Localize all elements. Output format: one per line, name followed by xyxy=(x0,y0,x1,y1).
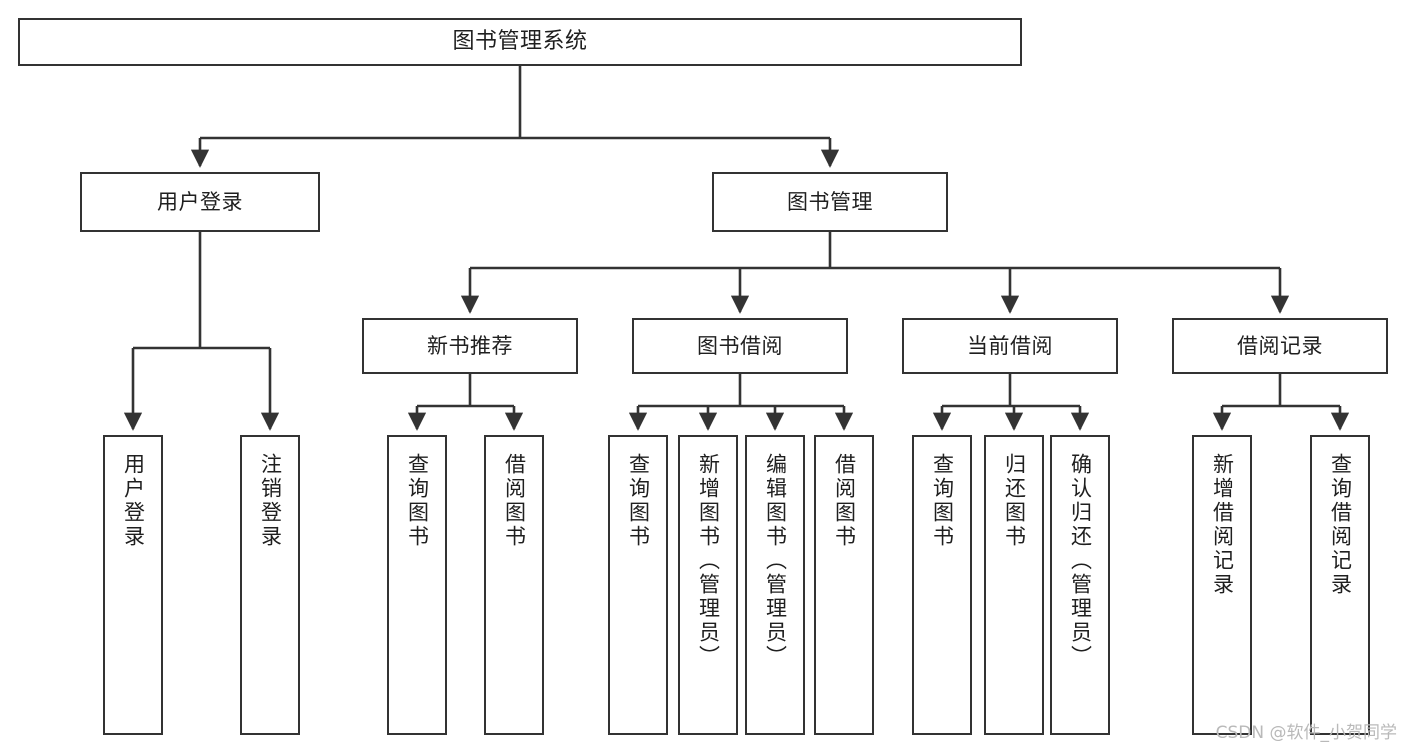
leaf-query-book-recommend-label: 查询图书 xyxy=(405,453,430,549)
leaf-logout-label: 注销登录 xyxy=(258,453,283,549)
node-borrow-record[interactable]: 借阅记录 xyxy=(1172,318,1388,374)
node-book-borrow-label: 图书借阅 xyxy=(697,333,783,358)
leaf-query-borrow-record[interactable]: 查询借阅记录 xyxy=(1310,435,1370,735)
node-book-management-label: 图书管理 xyxy=(787,189,873,214)
leaf-borrow-book[interactable]: 借阅图书 xyxy=(814,435,874,735)
leaf-add-borrow-record[interactable]: 新增借阅记录 xyxy=(1192,435,1252,735)
leaf-edit-book-admin-label: 编辑图书（管理员） xyxy=(763,453,788,669)
node-current-borrow[interactable]: 当前借阅 xyxy=(902,318,1118,374)
node-user-login-label: 用户登录 xyxy=(157,189,243,214)
leaf-query-book-current[interactable]: 查询图书 xyxy=(912,435,972,735)
node-book-management[interactable]: 图书管理 xyxy=(712,172,948,232)
leaf-query-borrow-record-label: 查询借阅记录 xyxy=(1328,453,1353,597)
node-book-borrow[interactable]: 图书借阅 xyxy=(632,318,848,374)
leaf-logout[interactable]: 注销登录 xyxy=(240,435,300,735)
node-user-login[interactable]: 用户登录 xyxy=(80,172,320,232)
leaf-return-book-label: 归还图书 xyxy=(1002,453,1027,549)
leaf-add-borrow-record-label: 新增借阅记录 xyxy=(1210,453,1235,597)
leaf-confirm-return-admin-label: 确认归还（管理员） xyxy=(1068,453,1093,669)
leaf-borrow-book-recommend-label: 借阅图书 xyxy=(502,453,527,549)
leaf-query-book-borrow-label: 查询图书 xyxy=(626,453,651,549)
leaf-confirm-return-admin[interactable]: 确认归还（管理员） xyxy=(1050,435,1110,735)
leaf-query-book-recommend[interactable]: 查询图书 xyxy=(387,435,447,735)
leaf-return-book[interactable]: 归还图书 xyxy=(984,435,1044,735)
node-root[interactable]: 图书管理系统 xyxy=(18,18,1022,66)
leaf-user-login-label: 用户登录 xyxy=(121,453,146,549)
node-new-book-recommend[interactable]: 新书推荐 xyxy=(362,318,578,374)
node-root-label: 图书管理系统 xyxy=(452,29,588,55)
watermark: CSDN @软件_小贺同学 xyxy=(1215,723,1397,743)
leaf-borrow-book-recommend[interactable]: 借阅图书 xyxy=(484,435,544,735)
node-borrow-record-label: 借阅记录 xyxy=(1237,333,1323,358)
leaf-query-book-current-label: 查询图书 xyxy=(930,453,955,549)
leaf-user-login[interactable]: 用户登录 xyxy=(103,435,163,735)
leaf-add-book-admin[interactable]: 新增图书（管理员） xyxy=(678,435,738,735)
node-new-book-recommend-label: 新书推荐 xyxy=(427,333,513,358)
leaf-borrow-book-label: 借阅图书 xyxy=(832,453,857,549)
leaf-query-book-borrow[interactable]: 查询图书 xyxy=(608,435,668,735)
leaf-edit-book-admin[interactable]: 编辑图书（管理员） xyxy=(745,435,805,735)
node-current-borrow-label: 当前借阅 xyxy=(967,333,1053,358)
leaf-add-book-admin-label: 新增图书（管理员） xyxy=(696,453,721,669)
